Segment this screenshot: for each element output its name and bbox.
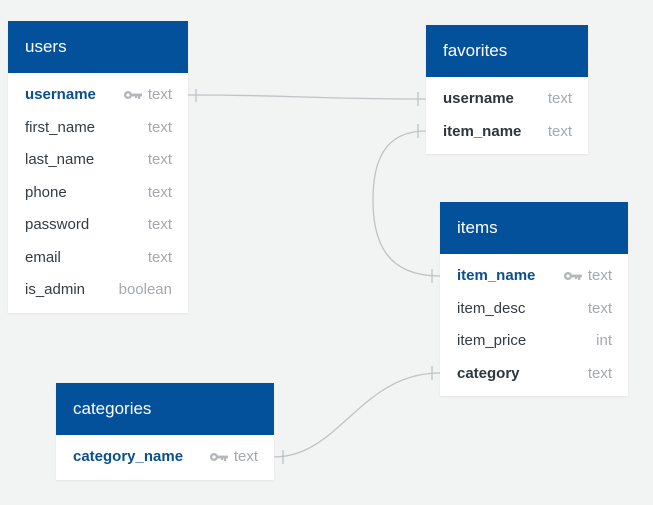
relationship-users-favorites[interactable] [187,89,427,106]
field-name: is_admin [25,281,86,298]
field-type: text [147,151,172,168]
table-items[interactable]: items item_name text item_desc text item… [440,202,628,396]
field-type: text [587,364,612,382]
field-row[interactable]: item_name text [440,260,628,293]
table-favorites[interactable]: favorites username text item_name text [426,25,588,154]
field-type: text [233,448,258,465]
field-name: category [457,364,520,382]
field-name: first_name [25,118,96,136]
table-favorites-fields: username text item_name text [426,77,588,154]
field-type: text [547,122,572,140]
field-row[interactable]: email text [8,242,188,275]
table-users[interactable]: users username text first_name text last… [8,21,188,313]
field-name: item_desc [457,299,526,317]
field-type: text [147,86,172,103]
field-name: last_name [25,151,95,168]
table-users-fields: username text first_name text last_name … [8,73,188,313]
table-users-title[interactable]: users [8,21,188,73]
field-row[interactable]: item_name text [426,116,588,149]
field-type: text [587,299,612,317]
field-type: text [147,248,172,266]
field-type: text [147,183,172,201]
field-name: phone [25,183,67,201]
field-name: username [443,90,514,107]
table-categories-fields: category_name text [56,435,274,480]
field-row[interactable]: category text [440,358,628,391]
field-name: email [25,248,61,266]
field-row[interactable]: last_name text [8,144,188,177]
field-name: password [25,216,90,233]
field-name: category_name [73,448,184,465]
field-row[interactable]: item_desc text [440,293,628,326]
field-type: boolean [118,281,172,298]
field-type: text [547,90,572,107]
table-favorites-title[interactable]: favorites [426,25,588,77]
field-name: item_name [457,267,536,284]
key-icon [123,90,143,100]
field-type: text [147,216,172,233]
table-categories-title[interactable]: categories [56,383,274,435]
table-items-fields: item_name text item_desc text item_price… [440,254,628,396]
field-row[interactable]: password text [8,209,188,242]
field-row[interactable]: username text [8,79,188,112]
field-name: item_price [457,332,527,349]
field-type: text [147,118,172,136]
key-icon [209,452,229,462]
relationship-categories-items[interactable] [273,366,441,464]
field-row[interactable]: phone text [8,177,188,210]
field-type: text [587,267,612,284]
field-row[interactable]: first_name text [8,112,188,145]
field-row[interactable]: item_price int [440,325,628,358]
table-items-title[interactable]: items [440,202,628,254]
field-row[interactable]: is_admin boolean [8,274,188,307]
field-name: item_name [443,122,522,140]
field-type: int [596,332,612,349]
table-categories[interactable]: categories category_name text [56,383,274,480]
key-icon [563,271,583,281]
field-name: username [25,86,96,103]
field-row[interactable]: category_name text [56,441,274,474]
field-row[interactable]: username text [426,83,588,116]
